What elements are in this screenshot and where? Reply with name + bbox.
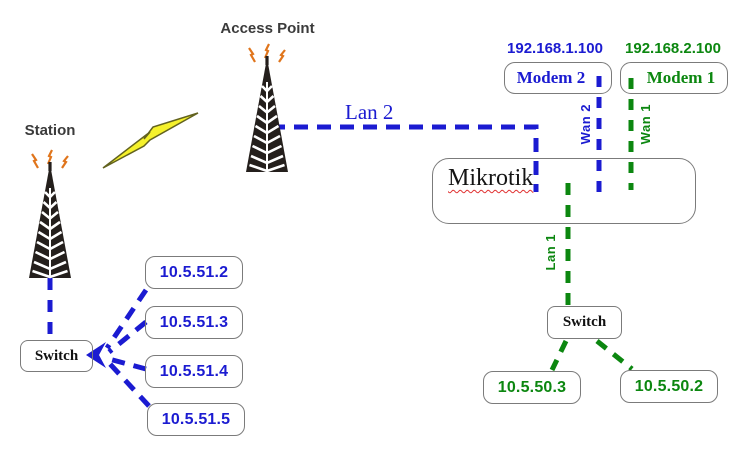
client-ip: 10.5.51.3 — [159, 313, 229, 331]
switch-to-client-wire — [108, 356, 147, 372]
client-node: 10.5.51.5 — [147, 403, 245, 436]
switch-right-label: Switch — [562, 314, 607, 330]
client-node: 10.5.50.3 — [483, 371, 581, 404]
client-ip: 10.5.51.5 — [161, 410, 231, 428]
radio-tower-icon — [27, 148, 73, 280]
switch-right-node: Switch — [547, 306, 622, 339]
switch-to-client-wire — [107, 320, 148, 354]
arrowhead-left-icon — [86, 342, 106, 368]
lightning-bolt-icon — [102, 112, 199, 169]
client-node: 10.5.50.2 — [620, 370, 718, 403]
radio-tower-icon — [244, 42, 290, 174]
switch-to-client-wire — [595, 339, 634, 371]
modem1-node: Modem 1 — [620, 62, 728, 94]
wan1-label: Wan 1 — [638, 104, 653, 145]
lan2-wire — [271, 124, 539, 192]
client-ip: 10.5.51.4 — [159, 362, 229, 380]
wan2-label: Wan 2 — [578, 104, 593, 145]
lan1-label: Lan 1 — [543, 234, 558, 271]
modem2-node: Modem 2 — [504, 62, 612, 94]
client-node: 10.5.51.3 — [145, 306, 243, 339]
mikrotik-label: Mikrotik — [448, 165, 534, 191]
client-node: 10.5.51.4 — [145, 355, 243, 388]
mikrotik-node: Mikrotik — [432, 158, 696, 224]
modem1-label: Modem 1 — [646, 68, 716, 87]
lan2-label: Lan 2 — [345, 100, 394, 124]
modem2-label: Modem 2 — [516, 68, 586, 87]
modem2-ip: 192.168.1.100 — [507, 40, 603, 57]
switch-left-node: Switch — [20, 340, 93, 372]
client-node: 10.5.51.2 — [145, 256, 243, 289]
client-ip: 10.5.50.2 — [634, 377, 704, 395]
client-ip: 10.5.50.3 — [497, 378, 567, 396]
modem1-ip: 192.168.2.100 — [625, 40, 721, 57]
switch-left-label: Switch — [34, 347, 79, 364]
client-ip: 10.5.51.2 — [159, 263, 229, 281]
station-label: Station — [24, 122, 76, 139]
switch-to-client-wire — [104, 288, 149, 350]
switch-to-client-wire — [108, 362, 151, 408]
access-point-label: Access Point — [220, 20, 315, 37]
switch-to-client-wire — [549, 339, 569, 372]
